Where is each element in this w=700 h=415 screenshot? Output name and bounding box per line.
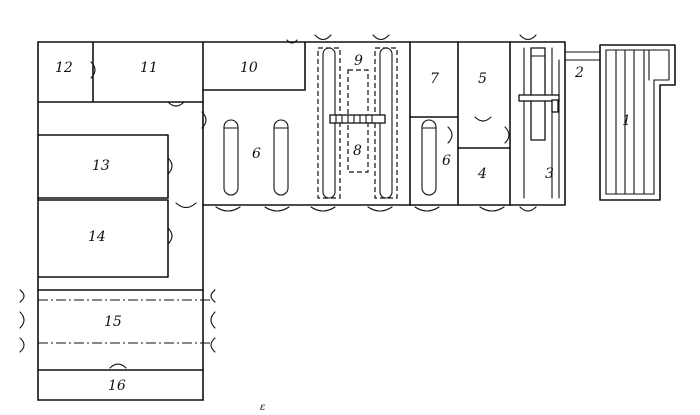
building-1: [599, 44, 676, 201]
equipment-bays: [223, 47, 437, 199]
bottom-section-walls: [37, 289, 210, 401]
bay-capsule: [273, 119, 289, 196]
label-12: 12: [55, 60, 73, 76]
label-7: 7: [430, 71, 439, 87]
label-4: 4: [477, 166, 487, 182]
label-3: 3: [545, 166, 554, 182]
footer-mark: ε: [260, 402, 265, 413]
label-11: 11: [140, 60, 158, 76]
label-14: 14: [88, 229, 106, 245]
bay-capsule: [421, 119, 437, 196]
central-block-walls: [202, 41, 566, 206]
label-10: 10: [240, 60, 258, 76]
crane-beam: [329, 114, 386, 124]
label-13: 13: [92, 158, 110, 174]
room-labels: 1 2 3 4 5 6 6 7 8 9 10 11 12 13 14 15 16…: [55, 53, 631, 413]
label-15: 15: [104, 314, 122, 330]
label-6b: 6: [442, 153, 451, 169]
connector-2: [564, 51, 601, 61]
label-9: 9: [354, 53, 363, 69]
label-5: 5: [478, 71, 487, 87]
west-block-walls: [37, 41, 204, 291]
label-1: 1: [622, 113, 631, 129]
label-2: 2: [574, 65, 584, 81]
bay-capsule: [223, 119, 239, 196]
label-16: 16: [108, 378, 126, 394]
building-3-rails: [518, 47, 560, 199]
label-6a: 6: [252, 146, 261, 162]
doorways: [19, 34, 537, 369]
label-8: 8: [353, 143, 362, 159]
